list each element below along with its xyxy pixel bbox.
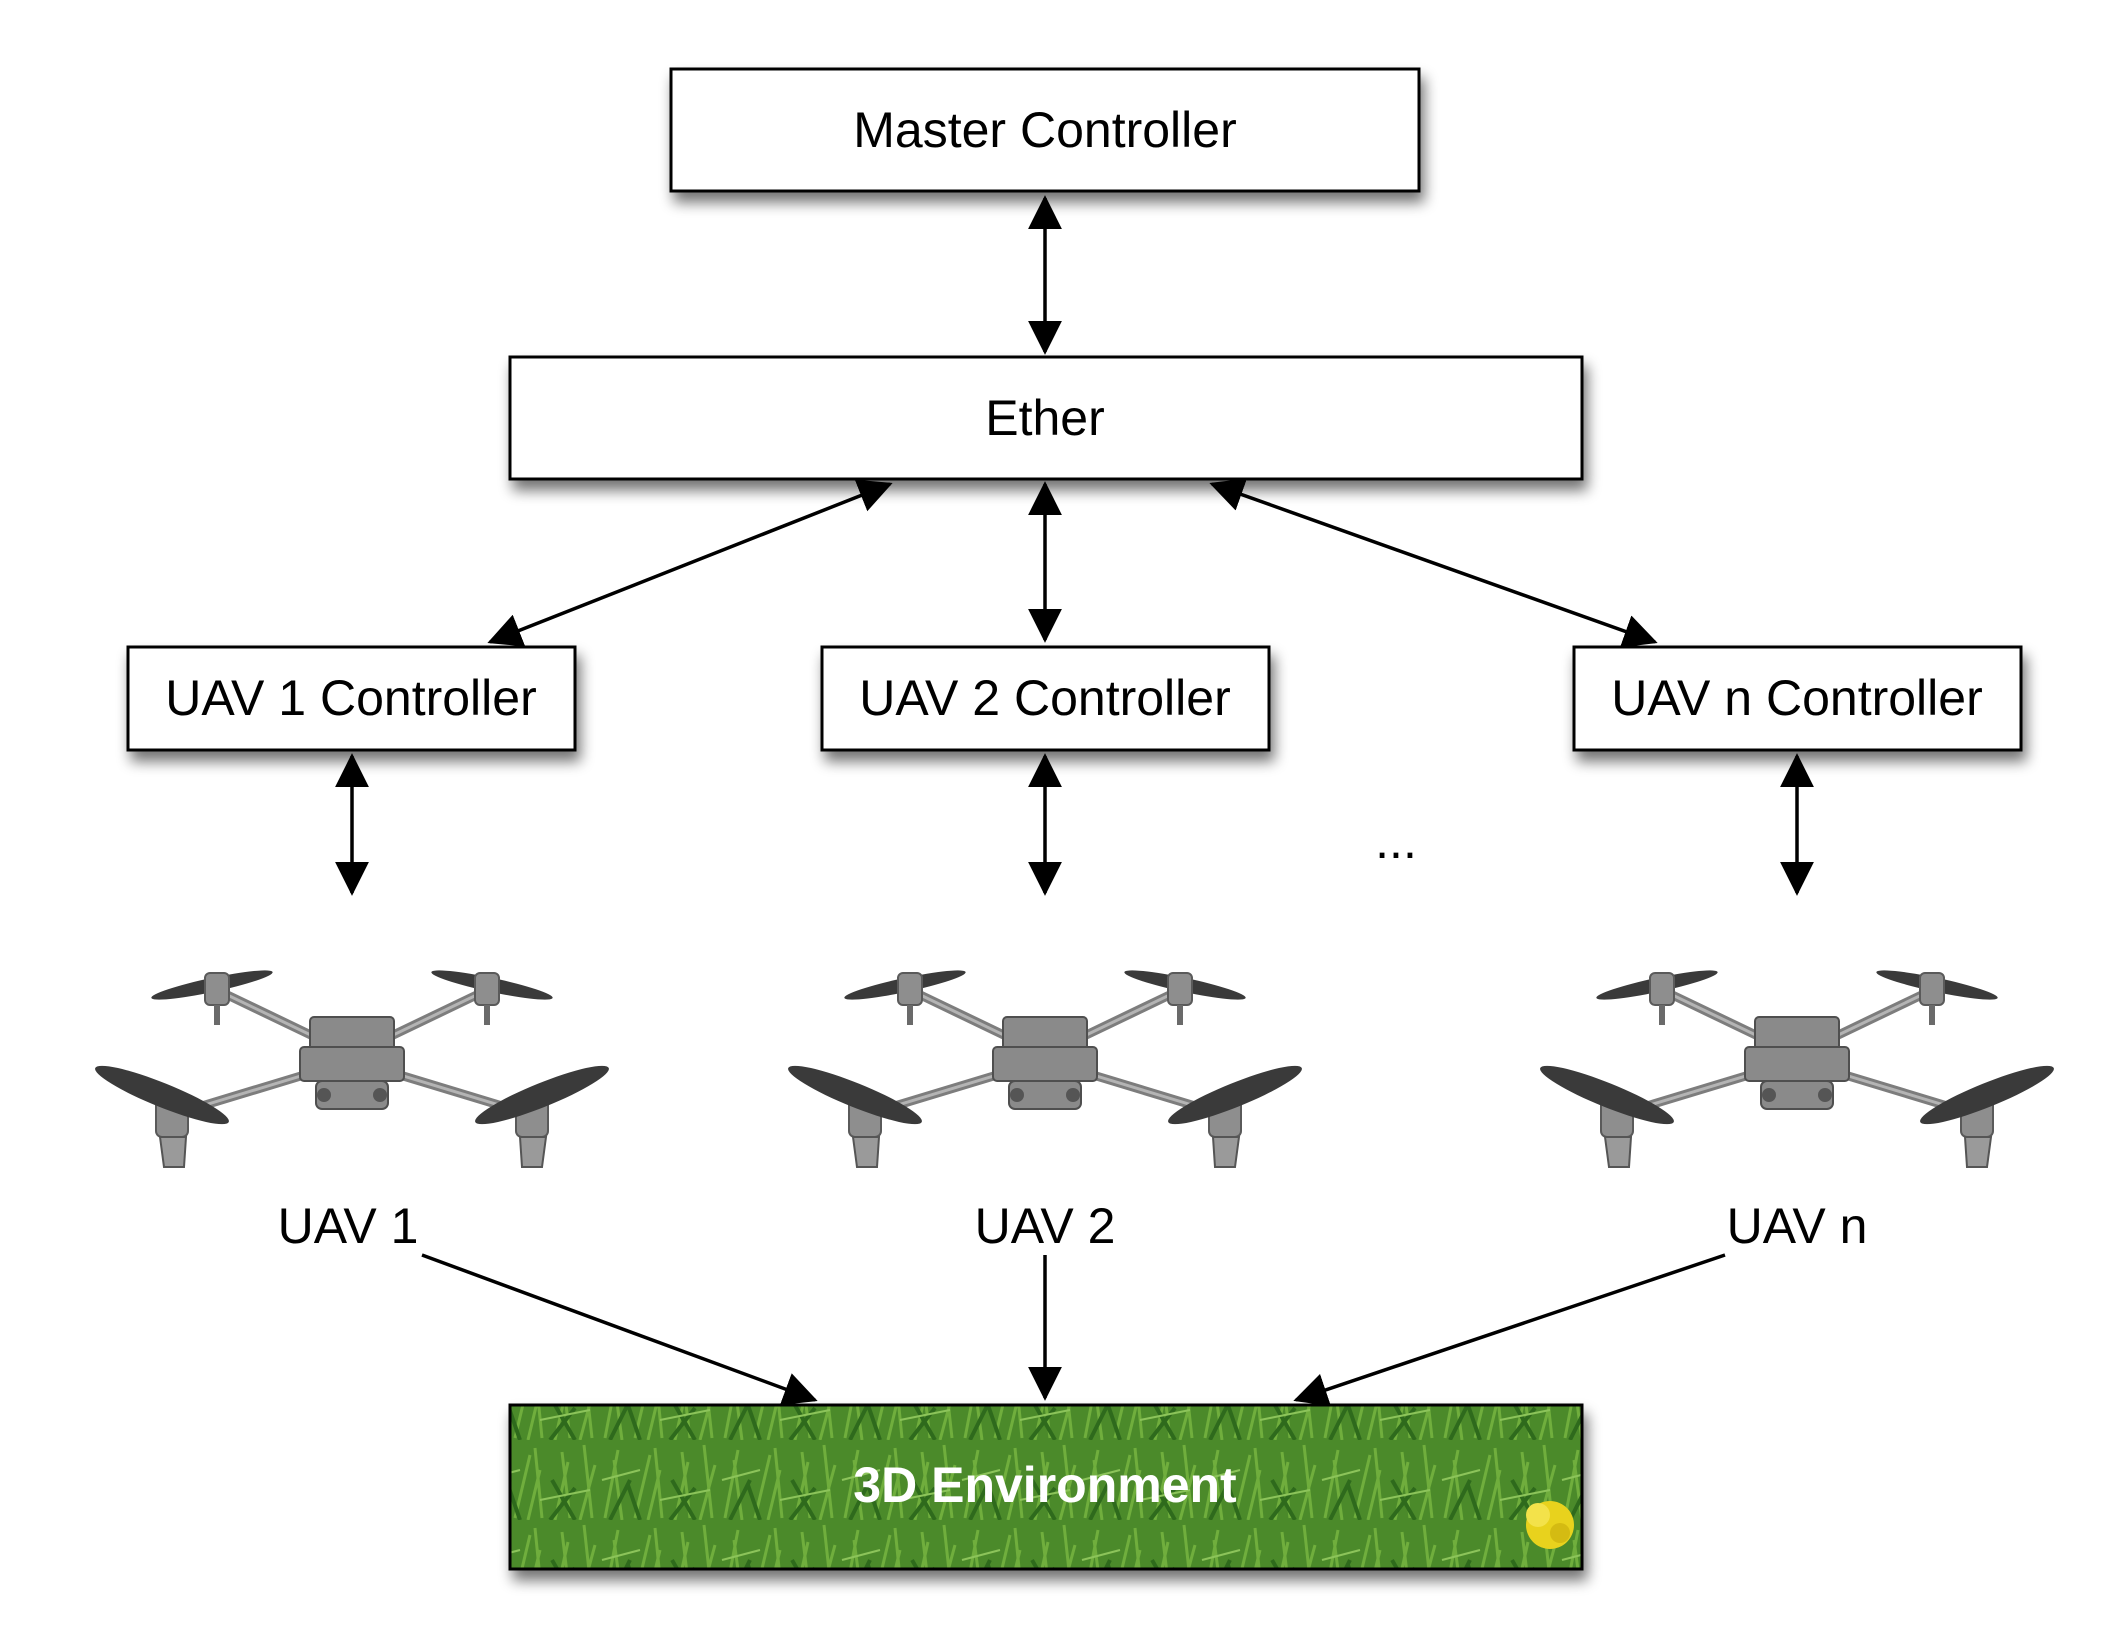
link-uavn-environment (1293, 1253, 1726, 1407)
uav1-drone-image (91, 965, 614, 1167)
master-controller-node: Master Controller (669, 67, 1421, 193)
uavn-drone-image (1536, 965, 2059, 1167)
ether-label: Ether (985, 390, 1105, 446)
uavn-controller-label: UAV n Controller (1611, 670, 1982, 726)
ether-node: Ether (508, 355, 1584, 481)
ellipsis-label: ... (1375, 813, 1417, 869)
dandelion-flower (1526, 1501, 1574, 1549)
link-ether-uavn-controller (1209, 478, 1658, 648)
environment-label: 3D Environment (853, 1457, 1237, 1513)
uav2-label: UAV 2 (975, 1198, 1116, 1254)
link-ether-uav1-controller (487, 479, 893, 647)
master-controller-label: Master Controller (853, 102, 1236, 158)
uav1-label: UAV 1 (278, 1198, 419, 1254)
uav1-controller-node: UAV 1 Controller (126, 645, 577, 752)
uav2-drone-image (784, 965, 1307, 1167)
uav1-controller-label: UAV 1 Controller (165, 670, 536, 726)
environment-node: 3D Environment (508, 1403, 1584, 1571)
uav2-controller-node: UAV 2 Controller (820, 645, 1271, 752)
link-uav1-environment (421, 1253, 818, 1406)
uav2-controller-label: UAV 2 Controller (859, 670, 1230, 726)
uavn-controller-node: UAV n Controller (1572, 645, 2023, 752)
uavn-label: UAV n (1727, 1198, 1868, 1254)
